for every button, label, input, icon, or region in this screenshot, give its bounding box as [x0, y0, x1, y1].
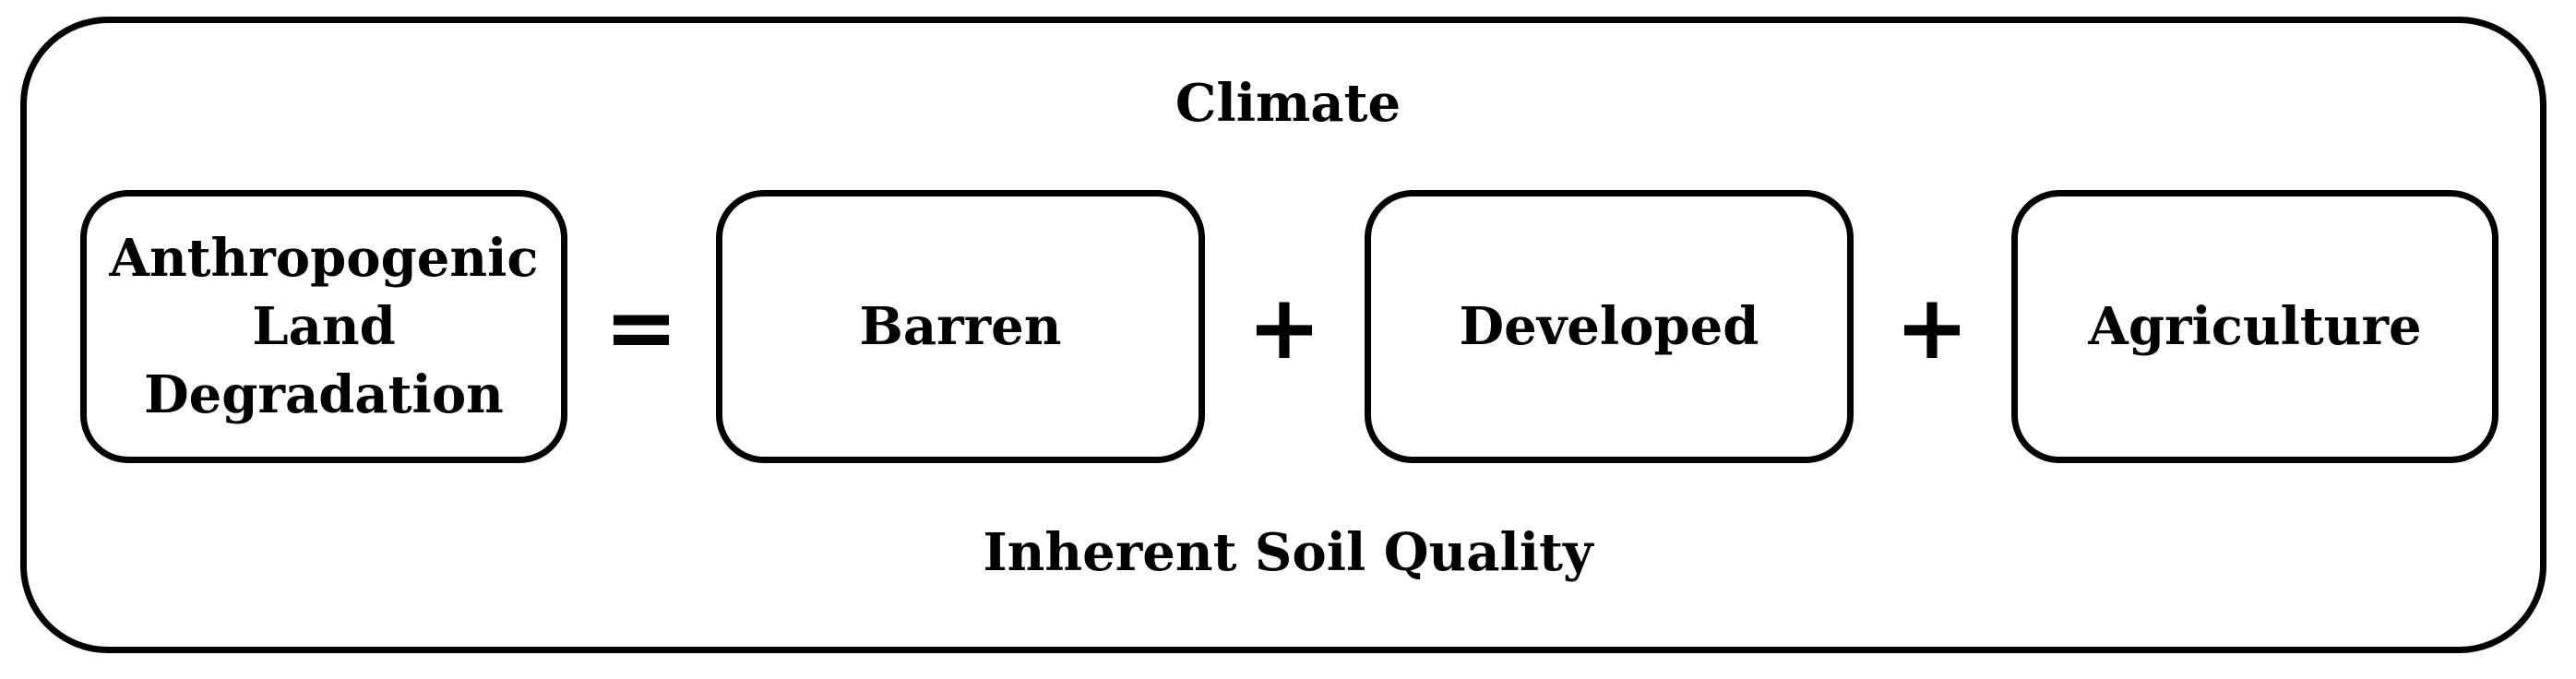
developed-label: Developed — [1459, 296, 1759, 357]
agriculture-label: Agriculture — [2088, 296, 2422, 357]
barren-label: Barren — [859, 296, 1062, 357]
plus-operator-1: + — [1246, 276, 1322, 379]
barren-box: Barren — [716, 190, 1205, 463]
outer-frame — [20, 17, 2546, 653]
plus-operator-2: + — [1894, 276, 1970, 379]
result-label: Anthropogenic Land Degradation — [109, 228, 539, 425]
soil-quality-label: Inherent Soil Quality — [983, 522, 1593, 583]
developed-box: Developed — [1365, 190, 1854, 463]
climate-label: Climate — [1175, 73, 1401, 134]
equals-operator: = — [603, 276, 679, 379]
result-box: Anthropogenic Land Degradation — [80, 190, 567, 463]
agriculture-box: Agriculture — [2011, 190, 2498, 463]
